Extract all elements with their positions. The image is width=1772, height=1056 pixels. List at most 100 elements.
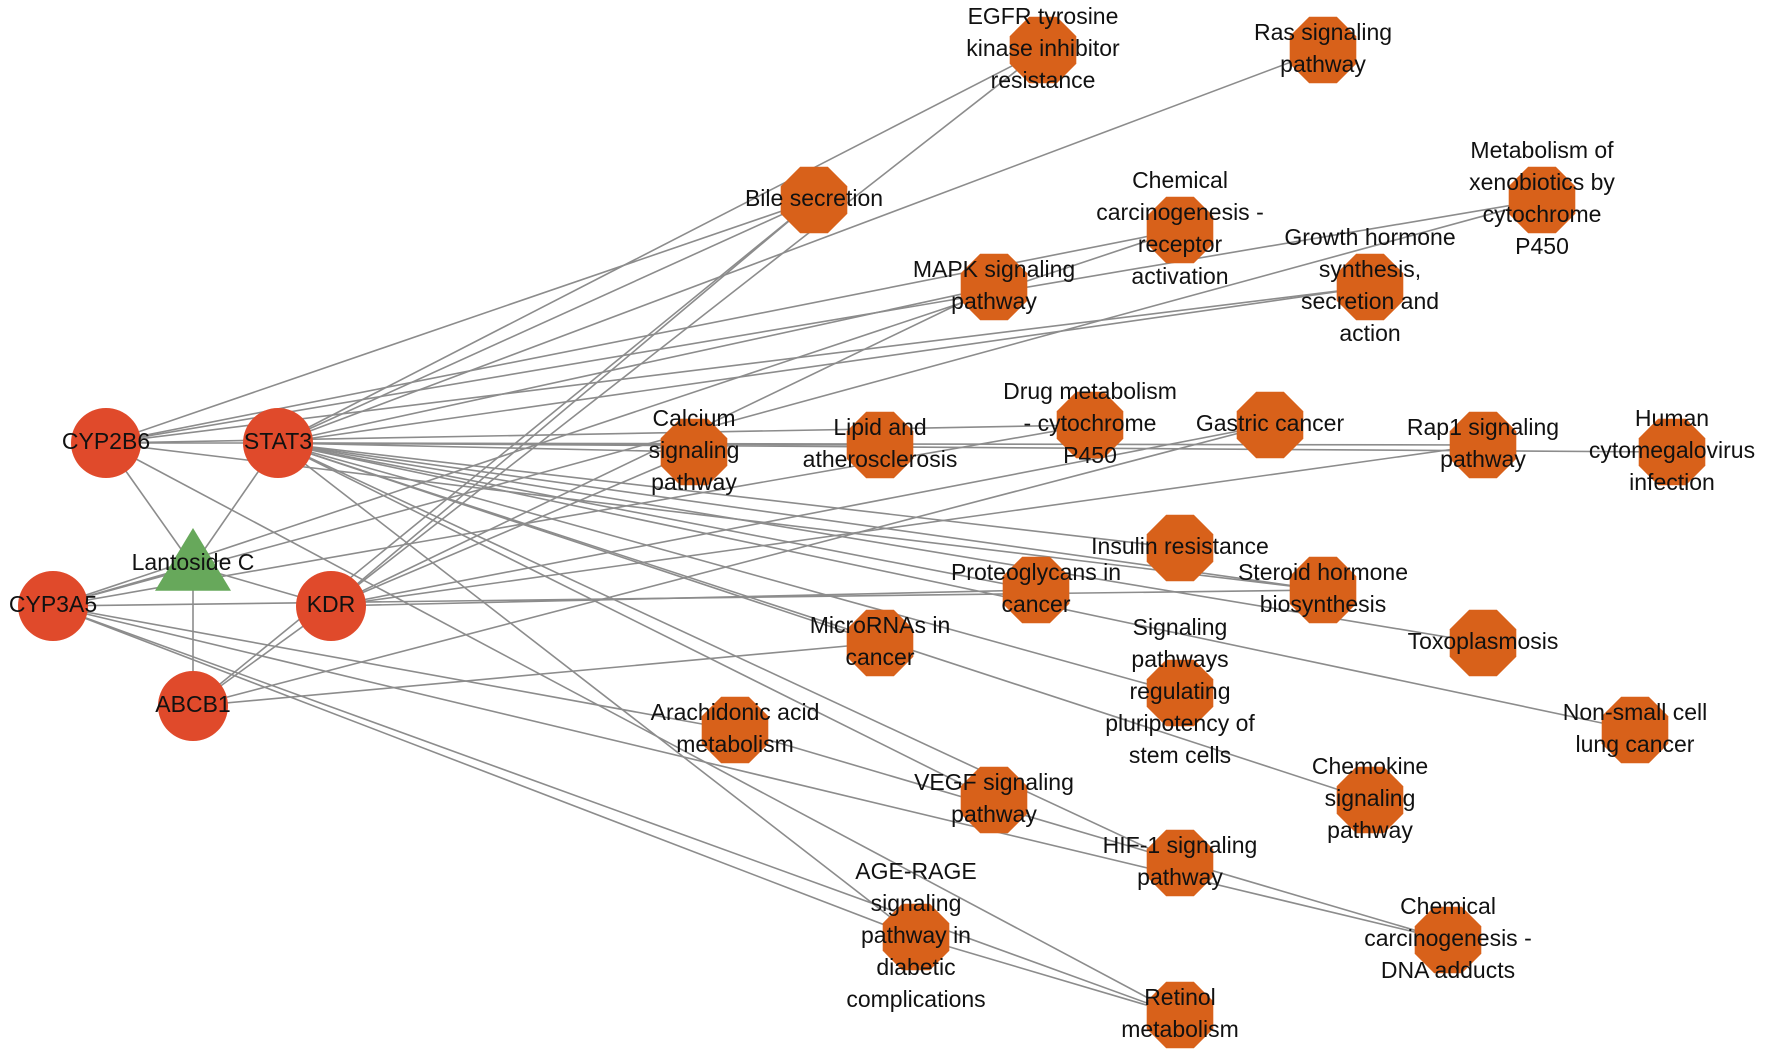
node-label: KDR <box>307 591 356 617</box>
compound-node-triangle <box>155 528 231 591</box>
node-label: Bile secretion <box>745 185 883 211</box>
node-label: cytomegalovirus <box>1589 437 1755 463</box>
edge-stat3-bile <box>277 199 815 444</box>
node-label: Chemical <box>1400 893 1496 919</box>
node-label: Growth hormone <box>1284 224 1455 250</box>
node-label: Human <box>1635 405 1709 431</box>
node-label: lung cancer <box>1576 731 1695 757</box>
node-label: pluripotency of <box>1105 710 1255 736</box>
node-gastric[interactable]: Gastric cancer <box>1196 391 1345 459</box>
node-label: stem cells <box>1129 742 1231 768</box>
node-label: metabolism <box>676 731 794 757</box>
node-label: Drug metabolism <box>1003 378 1177 404</box>
node-label: pathway <box>651 469 737 495</box>
edge-cyp3a5-steroid <box>52 589 1324 607</box>
pathway-node-octagon <box>960 253 1028 321</box>
edge-abcb1-bile <box>192 199 815 707</box>
node-label: cancer <box>1001 591 1070 617</box>
pathway-node-octagon <box>1146 829 1214 897</box>
node-label: VEGF signaling <box>914 769 1074 795</box>
node-label: Gastric cancer <box>1196 410 1345 436</box>
node-label: Calcium <box>652 405 735 431</box>
edge-cyp2b6-growth <box>105 286 1371 444</box>
node-label: pathway <box>951 288 1037 314</box>
node-label: resistance <box>991 67 1096 93</box>
node-kdr[interactable]: KDR <box>296 571 366 641</box>
edge-stat3-toxo <box>277 442 1484 644</box>
edge-stat3-chemokine <box>277 442 1371 801</box>
node-label: pathway <box>1327 817 1413 843</box>
edge-kdr-gastric <box>330 424 1271 607</box>
edge-cyp2b6-xeno <box>105 199 1543 444</box>
node-lantoside[interactable]: Lantoside C <box>132 528 255 591</box>
node-label: Chemical <box>1132 167 1228 193</box>
edge-arach-chemdna <box>734 729 1449 941</box>
node-label: receptor <box>1138 231 1223 257</box>
edge-stat3-egfr <box>277 49 1044 444</box>
node-label: ABCB1 <box>155 691 230 717</box>
node-label: AGE-RAGE <box>855 858 976 884</box>
node-label: kinase inhibitor <box>966 35 1120 61</box>
node-label: pathways <box>1131 646 1228 672</box>
edge-stat3-ras <box>277 49 1324 444</box>
node-label: regulating <box>1129 678 1230 704</box>
node-abcb1[interactable]: ABCB1 <box>155 671 231 741</box>
edge-stat3-hif1 <box>277 442 1181 864</box>
edge-abcb1-mirna <box>192 642 881 707</box>
pathway-node-octagon <box>1601 696 1669 764</box>
pathway-node-octagon <box>1146 196 1214 264</box>
node-label: Non-small cell <box>1563 699 1707 725</box>
node-label: P450 <box>1063 442 1117 468</box>
node-label: activation <box>1131 263 1228 289</box>
node-cyp3a5[interactable]: CYP3A5 <box>9 571 97 641</box>
node-stat3[interactable]: STAT3 <box>243 408 313 478</box>
node-label: CYP2B6 <box>62 428 150 454</box>
edge-stat3-agerage <box>277 442 917 938</box>
node-insulin[interactable]: Insulin resistance <box>1091 514 1269 582</box>
edge-stat3-pluri <box>277 442 1181 694</box>
node-label: P450 <box>1515 233 1569 259</box>
pathway-node-octagon <box>780 166 848 234</box>
node-label: Lipid and <box>833 414 926 440</box>
pathway-node-octagon <box>1236 391 1304 459</box>
edge-kdr-rap1 <box>330 444 1484 607</box>
edge-cyp2b6-bile <box>105 199 815 444</box>
edge-cyp3a5-drugmet <box>52 424 1091 607</box>
node-bile[interactable]: Bile secretion <box>745 166 883 234</box>
node-label: complications <box>846 986 985 1012</box>
pathway-node-octagon <box>1414 906 1482 974</box>
node-pluri[interactable]: Signalingpathwaysregulatingpluripotency … <box>1105 614 1255 768</box>
node-nsclc[interactable]: Non-small cell lung cancer <box>1563 696 1707 764</box>
edge-stat3-vegf <box>277 442 995 801</box>
node-label: synthesis, <box>1319 256 1421 282</box>
node-cyp2b6[interactable]: CYP2B6 <box>62 408 150 478</box>
node-label: signaling <box>871 890 962 916</box>
node-toxo[interactable]: Toxoplasmosis <box>1408 609 1559 677</box>
node-label: pathway <box>1280 51 1366 77</box>
pathway-node-octagon <box>1289 16 1357 84</box>
pathway-node-octagon <box>1146 659 1214 727</box>
